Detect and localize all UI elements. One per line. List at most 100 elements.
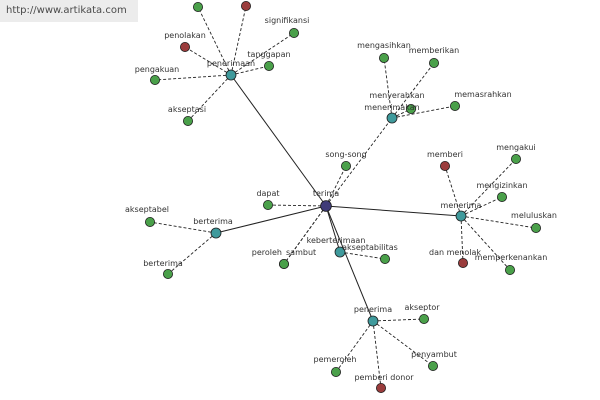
word-label-pengakuan: pengakuan [135, 65, 179, 74]
edge-menerima-mengakui [460, 158, 517, 217]
edge-penerima-akseptor [372, 318, 425, 322]
word-node-dan-menolak[interactable] [457, 257, 468, 268]
hub-label-penerima: penerima [354, 305, 392, 314]
edge-terima-dapat [267, 204, 327, 207]
edge-penerimaan-tanggapan [230, 65, 270, 76]
edge-menerima-meluluskan [460, 215, 537, 229]
edge-terima-menerima [325, 205, 462, 217]
edge-keberterimaan-akseptabilitas [339, 251, 386, 260]
word-node-sambut[interactable] [278, 258, 289, 269]
word-label-sambut: sambut [286, 248, 316, 257]
word-node-song-song[interactable] [340, 160, 351, 171]
edge-menerima-dan-menolak [460, 215, 464, 264]
word-node-tanggapan[interactable] [263, 61, 274, 72]
word-label-mengasihkan: mengasihkan [357, 41, 411, 50]
hub-label-penerimaan: penerimaan [207, 59, 255, 68]
edge-terima-sambut [283, 205, 327, 265]
edge-terima-penerima [325, 205, 374, 322]
nodes-layer [144, 1, 542, 393]
edge-menerimakan-mengasihkan [383, 57, 393, 119]
edge-penerimaan-akseptasi [187, 74, 232, 122]
word-node-mengakui[interactable] [510, 153, 521, 164]
edge-penerimaan-penolakan [184, 46, 232, 76]
word-node-berterima-leaf[interactable] [162, 268, 173, 279]
hub-node-penerimaan[interactable] [225, 69, 237, 81]
word-label-akseptabel: akseptabel [125, 205, 169, 214]
word-node-mengizinkan[interactable] [496, 191, 507, 202]
word-node-pemberi-donor[interactable] [375, 382, 386, 393]
word-node-akseptabilitas[interactable] [379, 253, 390, 264]
word-label-memberikan: memberikan [409, 46, 459, 55]
hub-node-keberterimaan[interactable] [334, 246, 346, 258]
edge-penerimaan-signifikansi [230, 32, 295, 76]
word-label-memasrahkan: memasrahkan [454, 90, 511, 99]
edge-terima-penerimaan [230, 74, 327, 207]
hub-node-menerima[interactable] [455, 210, 467, 222]
labels-layer: terima penerimaan menerimakan berterima mene… [125, 16, 557, 382]
word-label-mengakui: mengakui [496, 143, 535, 152]
word-label-memperkenankan: memperkenankan [475, 253, 548, 262]
word-node-sig-unl[interactable] [192, 2, 203, 12]
edge-terima-berterima [215, 205, 327, 234]
word-label-penyambut: penyambut [411, 350, 457, 359]
word-label-akseptor: akseptor [404, 303, 440, 312]
word-label-dan-menolak: dan menolak [429, 248, 481, 257]
word-label-akseptabilitas: akseptabilitas [342, 243, 398, 252]
word-label-meluluskan: meluluskan [511, 211, 557, 220]
word-label-penolakan: penolakan [164, 31, 206, 40]
word-node-pengakuan[interactable] [149, 75, 160, 86]
edge-menerimakan-memasrahkan [391, 105, 456, 119]
edge-penerima-penyambut [372, 320, 434, 367]
word-node-memberi[interactable] [439, 160, 450, 171]
edge-penerimaan-pen-unl [230, 5, 247, 76]
word-node-dapat[interactable] [262, 199, 273, 210]
site-url[interactable]: http://www.artikata.com [0, 0, 138, 22]
edge-terima-song-song [325, 165, 347, 207]
word-node-signifikansi[interactable] [288, 27, 299, 38]
edge-penerimaan-pengakuan [154, 74, 232, 81]
edge-berterima-akseptabel [149, 221, 217, 234]
hub-label-menerima: menerima [441, 201, 482, 210]
edge-penerima-pemberi-donor [372, 320, 382, 389]
hub-label-berterima: berterima [193, 217, 233, 226]
word-node-akseptasi[interactable] [182, 116, 193, 127]
edge-penerimaan-sig-unl [197, 6, 232, 76]
word-label-song-song: song-song [325, 150, 366, 159]
word-node-mengasihkan[interactable] [378, 53, 389, 64]
center-label-terima: terima [313, 189, 339, 198]
word-node-penyambut[interactable] [427, 360, 438, 371]
word-label-peroleh: peroleh [252, 248, 282, 257]
word-label-memberi: memberi [427, 150, 463, 159]
hub-node-penerima[interactable] [367, 315, 379, 327]
word-label-pemeroleh: pemeroleh [314, 355, 357, 364]
edge-menerima-memberi [444, 165, 462, 217]
word-label-pemberi-donor: pemberi donor [354, 373, 414, 382]
hub-node-menerimakan[interactable] [386, 112, 398, 124]
word-node-memberikan[interactable] [428, 58, 439, 69]
word-node-akseptor[interactable] [418, 313, 429, 324]
edge-menerimakan-memberikan [391, 62, 435, 119]
word-label-tanggapan: tanggapan [247, 50, 290, 59]
word-label-menyerahkan: menyerahkan [369, 91, 424, 100]
edge-menerima-memperkenankan [460, 215, 511, 271]
word-label-berterima-leaf: berterima [143, 259, 183, 268]
word-node-memasrahkan[interactable] [449, 101, 460, 112]
hub-label-menerimakan: menerimakan [364, 103, 419, 112]
word-node-akseptabel[interactable] [144, 216, 155, 227]
center-node-terima[interactable] [320, 200, 332, 212]
word-node-meluluskan[interactable] [531, 222, 542, 233]
edge-penerima-pemeroleh [335, 320, 374, 373]
hub-label-keberterimaan: keberterimaan [307, 236, 366, 245]
word-label-dapat: dapat [256, 189, 279, 198]
word-node-menyerahkan[interactable] [405, 104, 416, 115]
word-label-mengizinkan: mengizinkan [476, 181, 527, 190]
word-label-akseptasi: akseptasi [168, 105, 206, 114]
word-node-pemeroleh[interactable] [330, 366, 341, 377]
edge-terima-keberterimaan [325, 205, 341, 253]
edges-layer [149, 5, 537, 389]
hub-node-berterima[interactable] [210, 227, 222, 239]
word-node-pen-unl[interactable] [240, 1, 251, 11]
word-node-penolakan[interactable] [179, 42, 190, 53]
word-node-memperkenankan[interactable] [504, 264, 515, 275]
